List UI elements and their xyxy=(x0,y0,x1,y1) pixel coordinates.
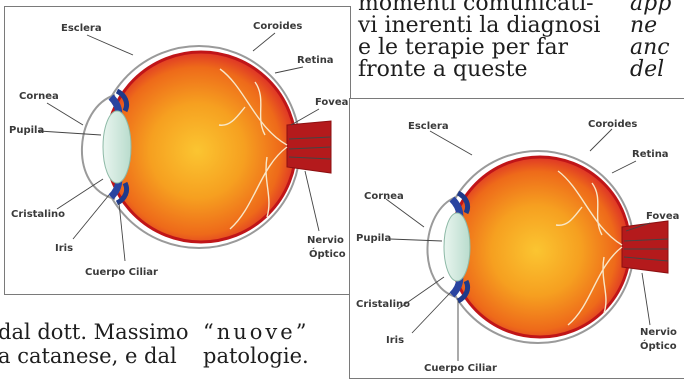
eye-diagram-figure-1: Esclera Coroides Retina Cornea Pupila Fo… xyxy=(4,6,351,295)
article-line: vi inerenti la diagnosi xyxy=(358,15,600,37)
label-fovea: Fovea xyxy=(315,97,348,108)
article-line: anc xyxy=(630,37,671,59)
label-optic: Óptico xyxy=(640,339,677,352)
label-ciliary-body: Cuerpo Ciliar xyxy=(85,267,158,278)
article-column-right: app ne anc del xyxy=(630,0,671,81)
article-line: dal dott. Massimo xyxy=(0,320,189,344)
article-column-top: momenti comunicati- vi inerenti la diagn… xyxy=(358,0,600,81)
eye-diagram-figure-2: Esclera Coroides Retina Cornea Pupila Fo… xyxy=(349,98,684,379)
article-column-bottom-mid: “nuove” patologie. xyxy=(203,320,309,368)
optic-nerve xyxy=(622,221,668,273)
label-fovea: Fovea xyxy=(646,211,679,222)
label-cornea: Cornea xyxy=(364,191,404,202)
lens-shape xyxy=(103,111,131,183)
label-optic: Óptico xyxy=(309,247,346,260)
label-sclera: Esclera xyxy=(408,121,449,132)
label-retina: Retina xyxy=(632,149,669,160)
label-nerve: Nervio xyxy=(307,235,344,246)
article-line: ne xyxy=(630,15,671,37)
article-column-bottom-left: dal dott. Massimo a catanese, e dal xyxy=(0,320,189,368)
eye-diagram-1: Esclera Coroides Retina Cornea Pupila Fo… xyxy=(5,7,350,294)
article-line: “nuove” xyxy=(203,320,309,344)
label-lens: Cristalino xyxy=(11,209,65,220)
label-ciliary-body: Cuerpo Ciliar xyxy=(424,363,497,374)
eyeball xyxy=(450,157,630,337)
label-pupil: Pupila xyxy=(9,125,44,136)
label-lens: Cristalino xyxy=(356,299,410,310)
label-choroid: Coroides xyxy=(588,119,637,130)
label-pupil: Pupila xyxy=(356,233,391,244)
article-line: patologie. xyxy=(203,344,309,368)
article-line: fronte a queste xyxy=(358,59,600,81)
label-iris: Iris xyxy=(386,335,404,346)
label-sclera: Esclera xyxy=(61,23,102,34)
label-retina: Retina xyxy=(297,55,334,66)
label-cornea: Cornea xyxy=(19,91,59,102)
label-iris: Iris xyxy=(55,243,73,254)
label-choroid: Coroides xyxy=(253,21,302,32)
label-nerve: Nervio xyxy=(640,327,677,338)
article-line: a catanese, e dal xyxy=(0,344,189,368)
lens-shape xyxy=(444,213,470,281)
article-line: e le terapie per far xyxy=(358,37,600,59)
article-line: del xyxy=(630,59,671,81)
eye-diagram-2: Esclera Coroides Retina Cornea Pupila Fo… xyxy=(350,99,684,378)
